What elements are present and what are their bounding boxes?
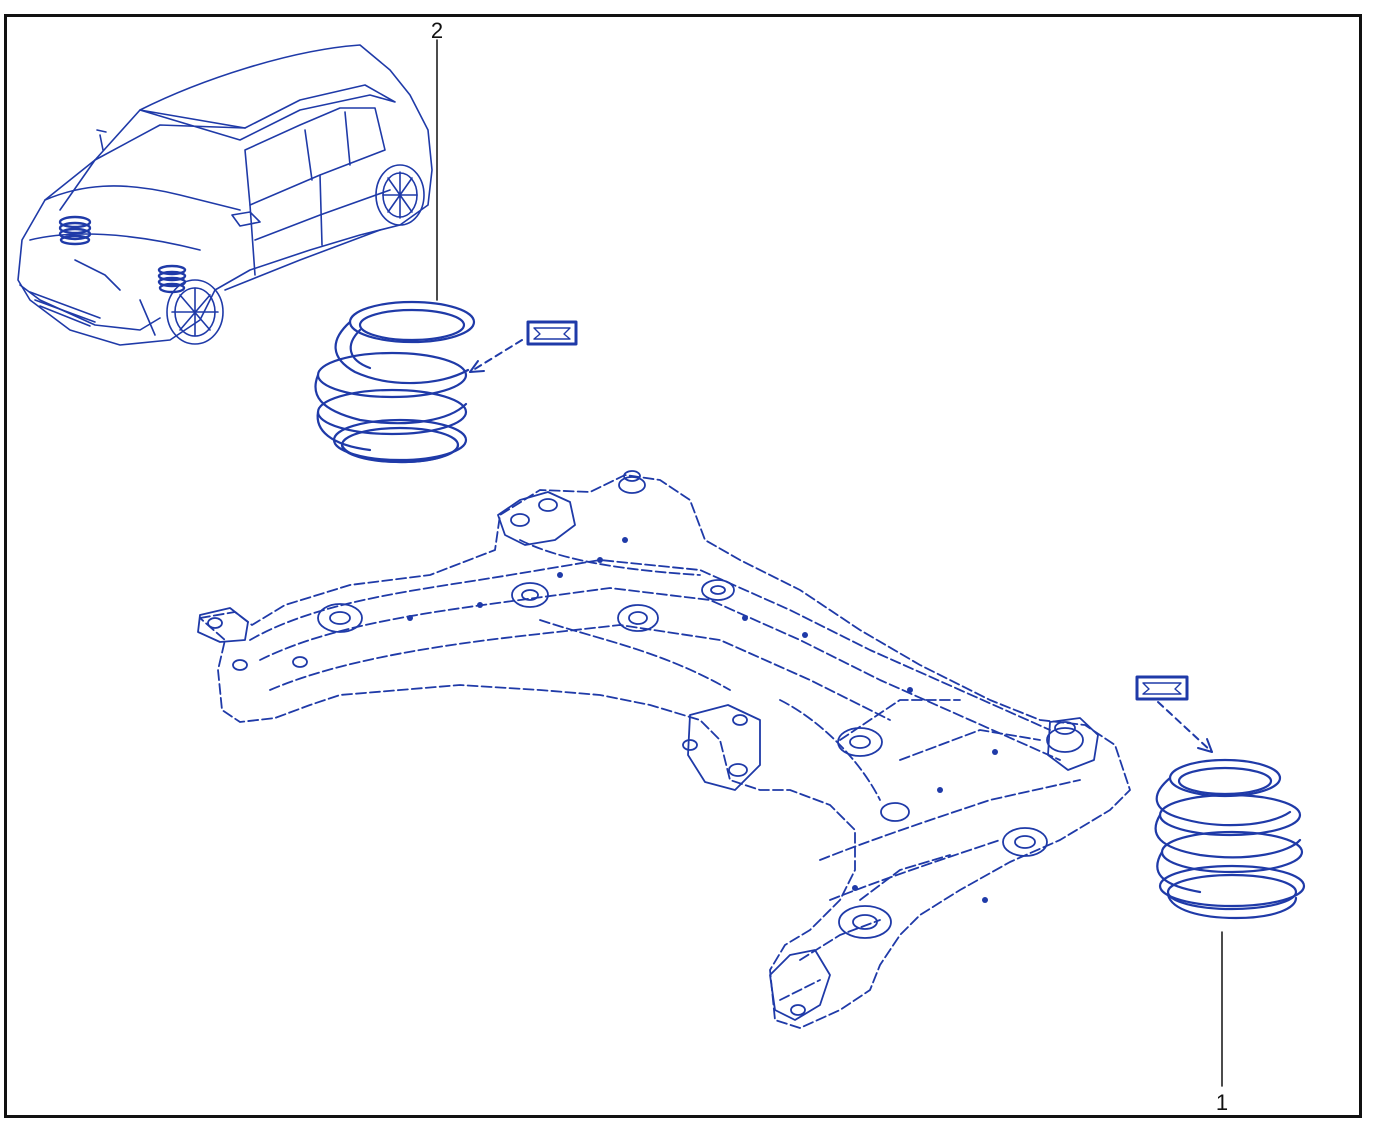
front-subframe bbox=[199, 474, 1131, 1029]
coil-spring-item-1 bbox=[1154, 758, 1306, 920]
callout-1: 1 bbox=[1216, 1090, 1228, 1115]
part-symbol-item-2 bbox=[469, 320, 578, 373]
vehicle-locator bbox=[17, 44, 433, 346]
part-symbol-item-1 bbox=[1135, 675, 1213, 753]
subframe-mounting-points bbox=[207, 470, 1084, 1016]
diagram-frame bbox=[4, 14, 1362, 1118]
subframe-bolt-holes bbox=[407, 537, 998, 903]
callout-2: 2 bbox=[431, 18, 443, 43]
coil-spring-item-2 bbox=[314, 300, 476, 464]
subframe-brackets bbox=[197, 491, 1099, 1021]
